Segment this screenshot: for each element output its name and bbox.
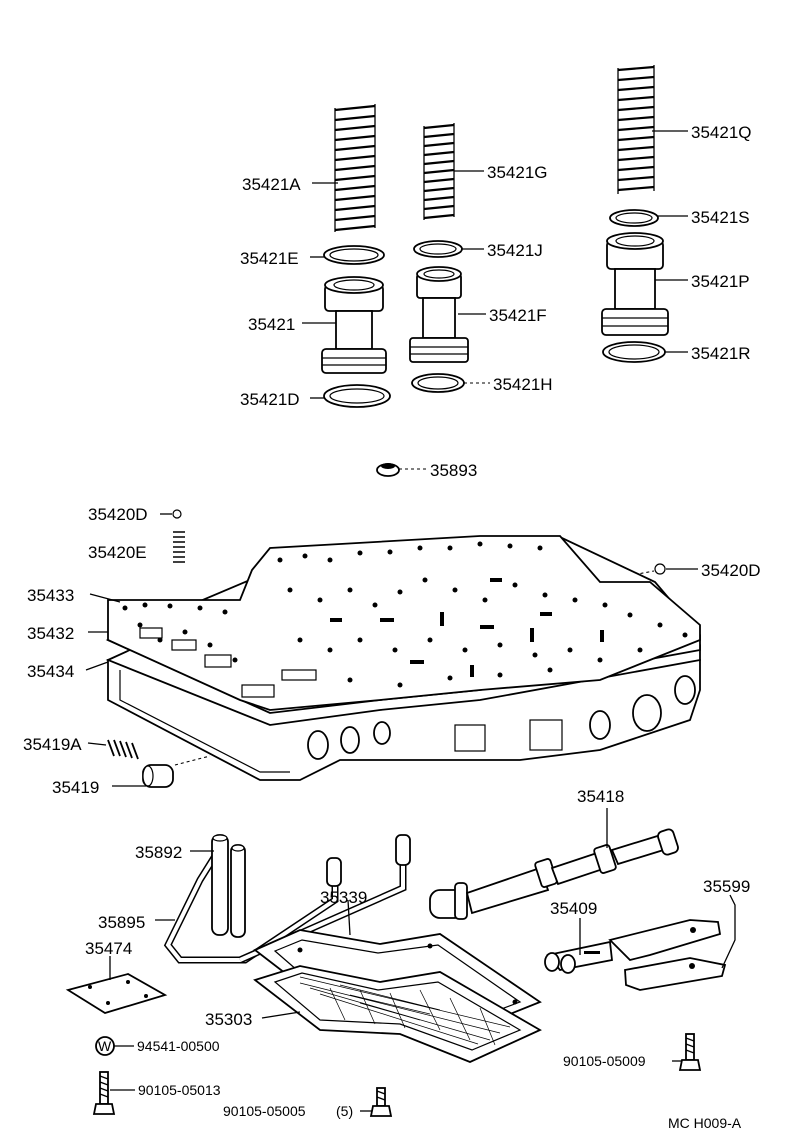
label-35421A: 35421A	[242, 175, 301, 194]
label-90105-05009: 90105-05009	[563, 1053, 646, 1069]
label-35421E: 35421E	[240, 249, 299, 268]
label-qty-5: (5)	[336, 1103, 353, 1119]
detent-spring-35599	[608, 919, 727, 991]
label-35432: 35432	[27, 624, 74, 643]
label-35421D: 35421D	[240, 390, 300, 409]
o-ring-35421R	[602, 341, 666, 363]
check-ball-35420D-left	[172, 509, 182, 519]
label-35893: 35893	[430, 461, 477, 480]
label-35421R: 35421R	[691, 344, 751, 363]
spring-35421G	[423, 123, 455, 220]
bolt-90105-05009	[678, 1033, 702, 1071]
label-35420D-left: 35420D	[88, 505, 148, 524]
label-35421G: 35421G	[487, 163, 548, 182]
label-94541-00500: 94541-00500	[137, 1038, 220, 1054]
label-35421P: 35421P	[691, 272, 750, 291]
label-35418: 35418	[577, 787, 624, 806]
bolt-90105-05005	[369, 1087, 393, 1117]
label-35434: 35434	[27, 662, 74, 681]
label-35303: 35303	[205, 1010, 252, 1029]
label-90105-05013: 90105-05013	[138, 1082, 221, 1098]
spring-35421A	[334, 104, 376, 232]
label-90105-05005: 90105-05005	[223, 1103, 306, 1119]
sleeve-35421	[321, 276, 387, 374]
oil-tubes-35892	[163, 834, 411, 964]
washer-94541: W	[95, 1036, 115, 1056]
label-35420D-right: 35420D	[701, 561, 761, 580]
label-35409: 35409	[550, 899, 597, 918]
label-35419A: 35419A	[23, 735, 82, 754]
diagram-code: MC H009-A	[668, 1115, 742, 1131]
bolt-90105-05013	[92, 1071, 116, 1115]
o-ring-35421E	[323, 245, 385, 265]
o-ring-35421D	[323, 384, 391, 408]
label-35421Q: 35421Q	[691, 123, 752, 142]
valve-body-assembly	[105, 535, 701, 781]
label-35421J: 35421J	[487, 241, 543, 260]
label-35421F: 35421F	[489, 306, 547, 325]
o-ring-35421J	[413, 240, 463, 258]
label-35420E: 35420E	[88, 543, 147, 562]
label-35599: 35599	[703, 877, 750, 896]
cover-plate-35474	[65, 973, 168, 1014]
plug-35893	[376, 463, 400, 477]
label-35421: 35421	[248, 315, 295, 334]
label-35421H: 35421H	[493, 375, 553, 394]
label-35421S: 35421S	[691, 208, 750, 227]
o-ring-35421H	[411, 373, 465, 393]
check-ball-35420D-right	[654, 563, 666, 575]
washer-mark: W	[98, 1038, 112, 1054]
o-ring-35421S	[609, 209, 659, 227]
spring-35419A	[107, 739, 139, 760]
label-35433: 35433	[27, 586, 74, 605]
sleeve-35421F	[409, 266, 469, 363]
sleeve-35421P	[601, 232, 669, 336]
manual-valve-35418	[429, 828, 679, 920]
label-35339: 35339	[320, 888, 367, 907]
spring-35421Q	[617, 65, 655, 194]
strainer-35303	[253, 965, 542, 1063]
spring-35420E	[173, 531, 185, 563]
label-35474: 35474	[85, 939, 132, 958]
label-35895: 35895	[98, 913, 145, 932]
label-35892: 35892	[135, 843, 182, 862]
label-35419: 35419	[52, 778, 99, 797]
plug-35419	[142, 764, 174, 788]
detent-lever-35409	[544, 940, 613, 974]
